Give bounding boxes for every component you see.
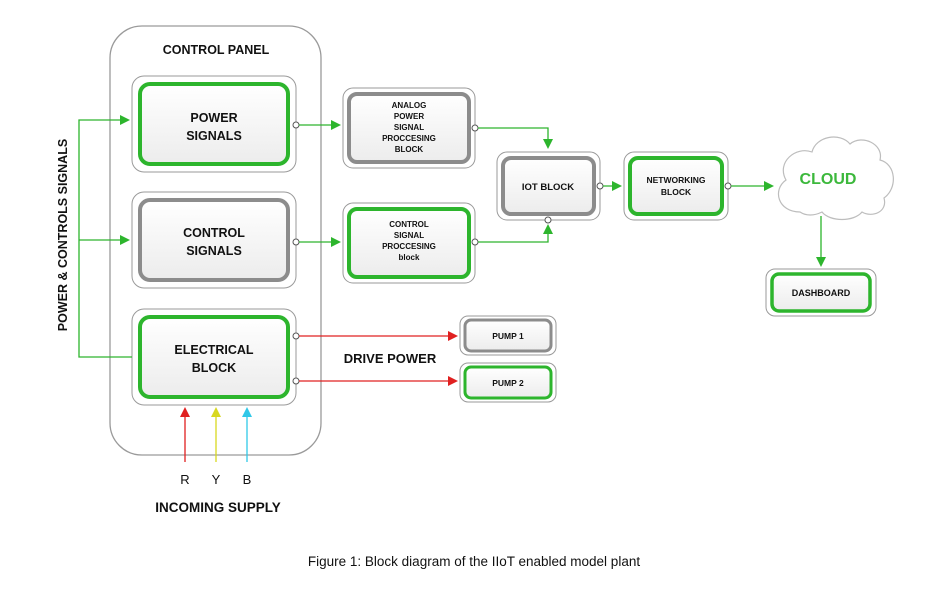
pump2-label: PUMP 2 [492,378,524,388]
power-signals-line1: POWER [190,111,237,125]
analog-to-iot-arrow [478,127,553,149]
dashboard-block: DASHBOARD [765,268,877,317]
control-processing-block: CONTROL SIGNAL PROCCESING block [342,202,479,284]
phase-r-label: R [180,472,189,487]
pump1-block: PUMP 1 [459,315,557,356]
electrical-block-line2: BLOCK [192,361,236,375]
analog-line4: PROCCESING [382,134,436,143]
analog-line3: SIGNAL [394,123,424,132]
side-label: POWER & CONTROLS SIGNALS [56,139,70,331]
pump1-label: PUMP 1 [492,331,524,341]
networking-line2: BLOCK [661,187,692,197]
incoming-supply: R Y B INCOMING SUPPLY [155,407,281,515]
control-signals-line2: SIGNALS [186,244,242,258]
dashboard-label: DASHBOARD [792,288,851,298]
power-controls-feed: POWER & CONTROLS SIGNALS [56,115,132,358]
power-signals-line2: SIGNALS [186,129,242,143]
analog-processing-block: ANALOG POWER SIGNAL PROCCESING BLOCK [342,87,479,169]
power-signals-block: POWER SIGNALS [131,75,300,173]
electrical-block-line1: ELECTRICAL [174,343,254,357]
incoming-supply-label: INCOMING SUPPLY [155,500,281,515]
iot-block-label: IOT BLOCK [522,182,574,193]
figure-caption: Figure 1: Block diagram of the IIoT enab… [308,554,640,569]
control-panel-title: CONTROL PANEL [163,43,270,57]
cloud-label: CLOUD [800,171,857,188]
processing-to-iot-arrow [478,224,553,243]
networking-line1: NETWORKING [646,175,705,185]
phase-y-label: Y [212,472,221,487]
signal-connectors [299,120,826,267]
control-signals-block: CONTROL SIGNALS [131,191,300,289]
control-processing-line1: CONTROL [389,220,429,229]
analog-line2: POWER [394,112,424,121]
electrical-block: ELECTRICAL BLOCK [131,308,300,406]
control-signals-line1: CONTROL [183,226,245,240]
control-processing-line4: block [399,253,420,262]
drive-power-label: DRIVE POWER [344,351,437,366]
control-processing-line3: PROCCESING [382,242,436,251]
cloud: CLOUD [777,136,894,221]
control-processing-line2: SIGNAL [394,231,424,240]
phase-b-label: B [243,472,252,487]
pump2-block: PUMP 2 [459,362,557,403]
drive-power-connectors: DRIVE POWER [299,331,458,386]
networking-block: NETWORKING BLOCK [623,151,732,221]
cloud-icon [777,136,894,221]
analog-line1: ANALOG [392,101,427,110]
analog-line5: BLOCK [395,145,424,154]
iot-block: IOT BLOCK [496,151,604,224]
